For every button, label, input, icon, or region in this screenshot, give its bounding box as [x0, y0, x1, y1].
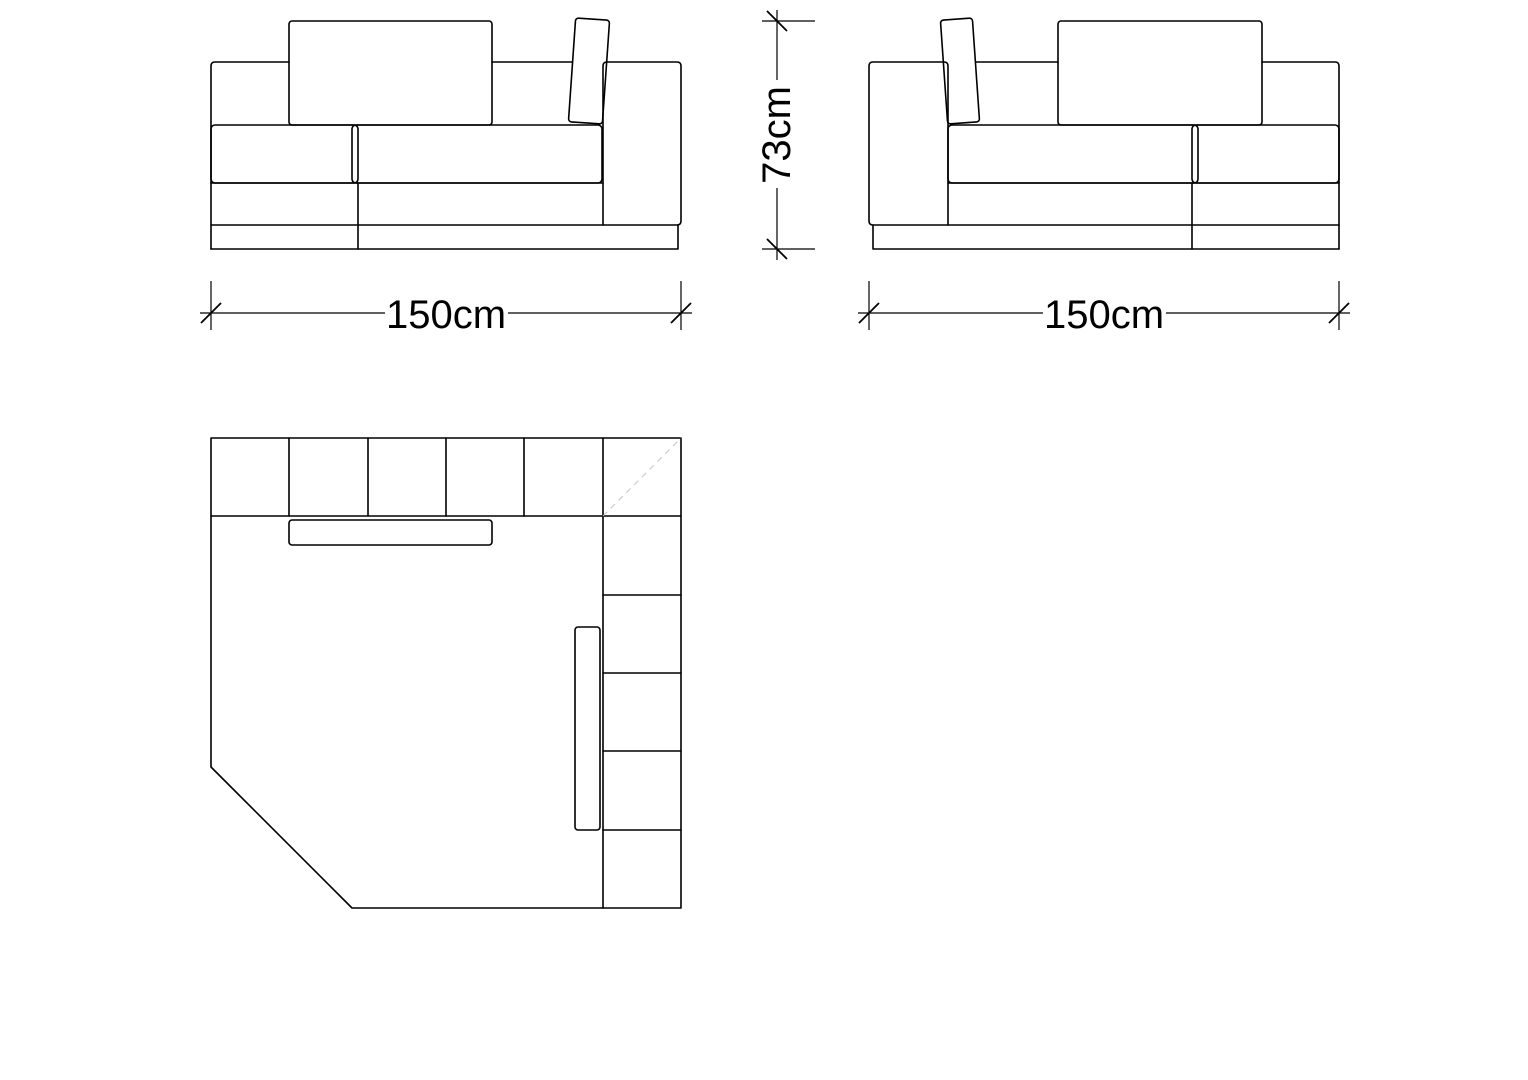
back-cushion: [288, 20, 493, 126]
left-backrest: [210, 61, 290, 250]
side-module-dividers: [602, 594, 682, 831]
height-label: 73cm: [755, 86, 799, 184]
dimension-ticks: [766, 10, 788, 260]
back-cushion-plan: [288, 519, 493, 546]
dimension-ticks: [858, 302, 1350, 324]
front-view-right: [868, 17, 1340, 250]
extension-lines: [210, 281, 682, 330]
plinth: [210, 224, 679, 250]
back-module-dividers: [288, 437, 525, 517]
left-armrest: [868, 61, 949, 226]
extension-lines: [868, 281, 1340, 330]
side-pillow: [939, 17, 981, 125]
seat-cushion-right: [351, 124, 603, 184]
seat-cushion-left: [210, 124, 359, 184]
dimension-width-right: 150cm: [858, 281, 1350, 337]
side-cushion-plan: [574, 626, 601, 831]
front-view-left: [210, 17, 682, 250]
right-backrest: [1261, 61, 1340, 250]
seat-cushion-right: [1191, 124, 1340, 184]
dimension-height: 73cm: [755, 10, 815, 260]
seat-boundary: [210, 515, 604, 909]
side-pillow: [567, 17, 611, 125]
plan-view: [210, 437, 682, 909]
back-cushion: [1057, 20, 1263, 126]
corner-hidden-line: [602, 437, 682, 517]
width-label: 150cm: [1044, 293, 1164, 337]
extension-lines: [762, 20, 815, 250]
seat-cushion-left: [947, 124, 1199, 184]
width-label: 150cm: [386, 293, 506, 337]
right-armrest: [602, 61, 682, 226]
plinth: [872, 224, 1340, 250]
dimension-ticks: [200, 302, 692, 324]
dimension-width-left: 150cm: [200, 281, 692, 337]
